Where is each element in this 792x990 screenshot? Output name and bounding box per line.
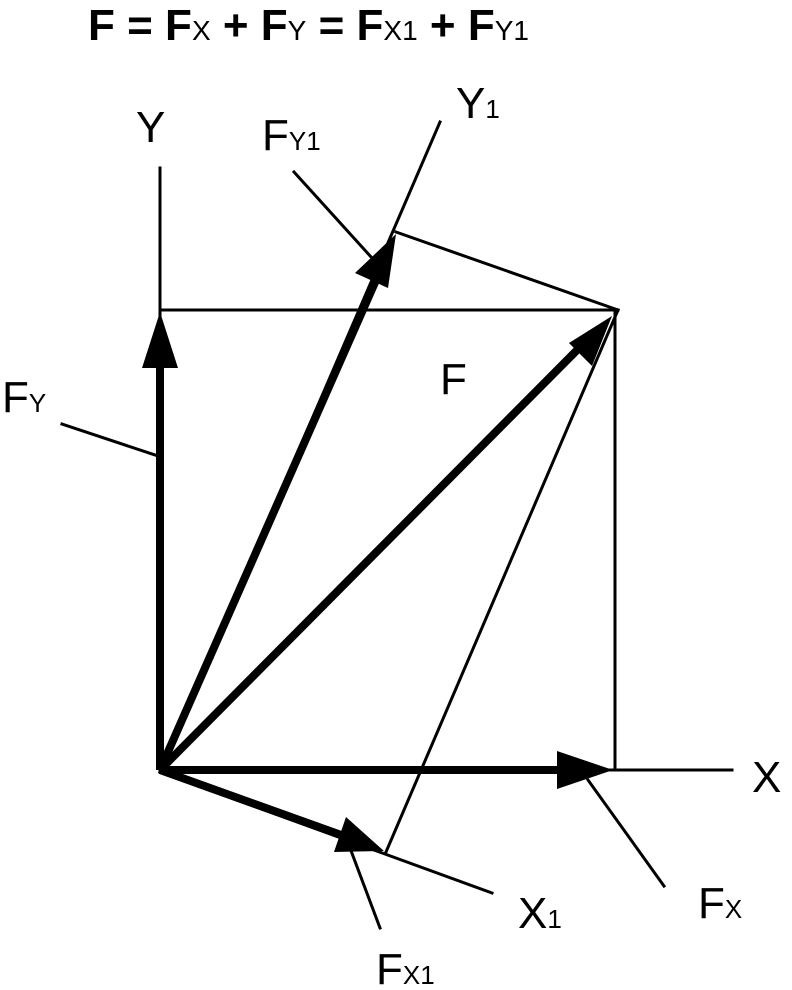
- vector-fx-arrowhead: [557, 751, 613, 789]
- construction-line-x1-to-f: [384, 308, 620, 854]
- y-axis-label: Y: [136, 103, 165, 152]
- fx-vector-label: FX: [698, 879, 742, 928]
- fx1-vector-label: FX1: [376, 945, 435, 990]
- fy-vector-label: FY: [2, 373, 46, 422]
- y1-axis-label: Y1: [456, 79, 500, 128]
- fy-leader-line: [60, 422, 160, 458]
- f-vector-label: F: [440, 355, 467, 404]
- x-axis-label: X: [752, 753, 781, 802]
- fx1-leader-line: [348, 846, 382, 930]
- x1-axis-label: X1: [518, 889, 562, 938]
- vector-fx1-line: [158, 766, 360, 845]
- construction-line-y1-to-f: [394, 230, 620, 312]
- fx-leader-line: [585, 777, 667, 889]
- vector-fy1-line: [156, 260, 388, 772]
- vector-fy1-arrowhead: [355, 234, 396, 288]
- vector-f-arrowhead: [569, 316, 612, 366]
- vector-f-line: [157, 329, 598, 773]
- vector-fx1-arrowhead: [334, 817, 384, 852]
- fy1-leader-line: [291, 169, 375, 261]
- equation-title: F = FX + FY = FX1 + FY1: [88, 1, 529, 50]
- vector-fy-arrowhead: [142, 312, 178, 368]
- fy1-vector-label: FY1: [262, 111, 321, 160]
